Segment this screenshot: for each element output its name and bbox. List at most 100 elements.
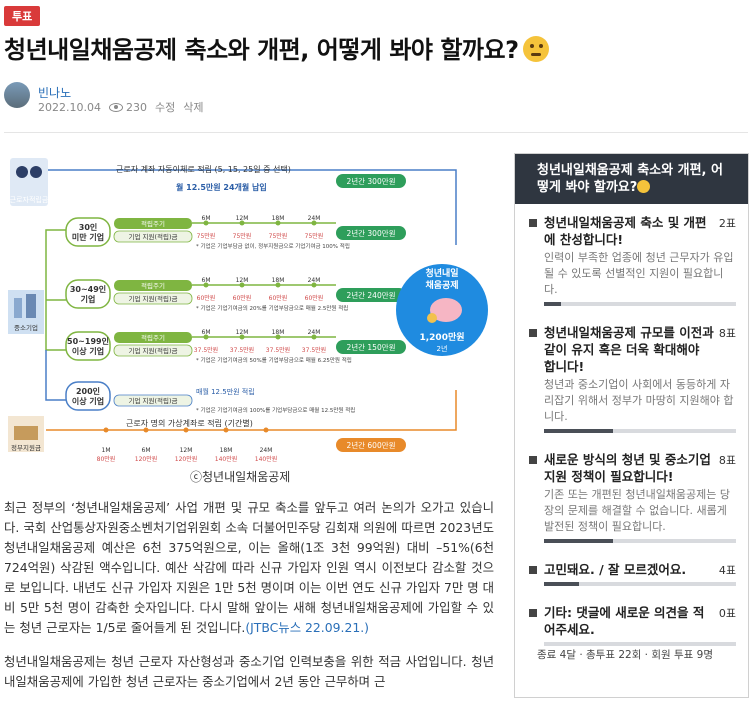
tier-month-label: 24M	[308, 215, 321, 222]
tier-row-sub-bg	[113, 394, 193, 407]
tier-result-badge	[336, 288, 406, 302]
poll-option[interactable]: 고민돼요. / 잘 모르겠어요.4표	[515, 551, 748, 594]
infographic: 근로자적립금 근로자 계좌 자동이체로 적립 (5, 15, 25일 중 선택)…	[6, 150, 488, 462]
tier-month-label: 12M	[236, 329, 249, 336]
tier-point	[239, 220, 245, 226]
gov-result: 2년간 600만원	[346, 440, 395, 450]
tier-amount-label: 37.5만원	[302, 346, 326, 354]
poll-option-title[interactable]: 청년내일채움공제 규모를 이전과 같이 유지 혹은 더욱 확대해야 합니다!	[544, 325, 714, 374]
tier-point	[203, 334, 209, 340]
poll-option-desc: 인력이 부족한 업종에 청년 근무자가 유입될 수 있도록 선별적인 지원이 필…	[544, 251, 734, 296]
post-title-text: 청년내일채움공제 축소와 개편, 어떻게 봐야 할까요?	[4, 36, 519, 64]
tier-row-sub: 기업 지원(적립)금	[129, 294, 178, 303]
piggy-title-2: 채움공제	[425, 279, 458, 291]
tier-point	[311, 334, 317, 340]
building-icon-2	[26, 294, 36, 318]
view-count-value: 230	[125, 100, 147, 114]
poll-option[interactable]: 기타: 댓글에 새로운 의견을 적어주세요. 0표	[515, 594, 748, 654]
poll-option-title[interactable]: 청년내일채움공제 축소 및 개편에 찬성합니다!	[544, 215, 707, 247]
tier-month-label: 24M	[308, 277, 321, 284]
gov-month-label: 24M	[260, 447, 273, 454]
tier-name-line-1: 200인	[76, 386, 100, 396]
poll-option[interactable]: 청년내일채움공제 규모를 이전과 같이 유지 혹은 더욱 확대해야 합니다! 8표…	[515, 314, 748, 441]
gov-month-label: 12M	[180, 447, 193, 454]
thinking-face-icon	[522, 36, 549, 62]
gov-flow-line	[46, 390, 457, 431]
poll-option-desc: 기존 또는 개편된 청년내일채움공제는 당장의 문제를 해결할 수 없습니다. …	[544, 488, 731, 533]
poll-option-bar-fill	[544, 429, 614, 433]
delete-link[interactable]: 삭제	[183, 101, 204, 114]
gov-label: 정부지원금	[11, 443, 41, 452]
thinking-face-icon	[637, 180, 651, 193]
tier-month-label: 12M	[236, 215, 249, 222]
tier-point	[311, 220, 317, 226]
tier-month-label: 6M	[202, 215, 211, 222]
tier-name-line-2: 이상 기업	[72, 396, 104, 406]
tier-month-label: 6M	[202, 277, 211, 284]
tier-row-sub: 기업 지원(적립)금	[129, 232, 178, 241]
tier-point	[275, 334, 281, 340]
tier-point	[203, 282, 209, 288]
gov-month-label: 18M	[220, 447, 233, 454]
tier-badge	[65, 381, 111, 411]
author-avatar[interactable]	[4, 82, 30, 108]
tier-name-line-2: 이상 기업	[72, 346, 104, 356]
poll-option-title[interactable]: 기타: 댓글에 새로운 의견을 적어주세요.	[544, 605, 705, 637]
top-note: 근로자 계좌 자동이체로 적립 (5, 15, 25일 중 선택)	[116, 164, 291, 174]
gov-point	[183, 427, 189, 433]
tier-monthly: 매월 12.5만원 적립	[196, 387, 255, 396]
poll-option-bar	[544, 582, 736, 586]
tier-name-line-1: 50~199인	[67, 336, 109, 346]
poll-option-row[interactable]: 청년내일채움공제 규모를 이전과 같이 유지 혹은 더욱 확대해야 합니다! 8표	[529, 324, 736, 375]
tier-point	[275, 282, 281, 288]
tier-badge	[65, 217, 111, 247]
poll-option-row[interactable]: 고민돼요. / 잘 모르겠어요.4표	[529, 561, 736, 578]
tier-row-label-bg	[114, 280, 192, 291]
gov-point	[143, 427, 149, 433]
poll-footer: 종료 4달 · 총투표 22회 · 회원 투표 9명	[537, 649, 714, 661]
poll-option-desc: 청년과 중소기업이 사회에서 동등하게 자리잡기 위해서 정부가 마땅히 지원해…	[544, 378, 734, 423]
gov-amount-label: 140만원	[255, 455, 278, 462]
post-date: 2022.10.04	[38, 100, 101, 114]
tier-row-sub-bg	[113, 230, 193, 243]
category-tag[interactable]: 투표	[4, 6, 41, 26]
tier-point	[311, 282, 317, 288]
poll-option-count: 0표	[718, 607, 736, 620]
poll-option-row[interactable]: 청년내일채움공제 축소 및 개편에 찬성합니다!2표	[529, 214, 736, 248]
tier-row-label: 적립주기	[141, 281, 165, 290]
poll-option-title[interactable]: 새로운 방식의 청년 및 중소기업 지원 정책이 필요합니다!	[544, 452, 711, 484]
poll-option-title[interactable]: 고민돼요. / 잘 모르겠어요.	[544, 562, 687, 577]
gov-amount-label: 80만원	[97, 455, 116, 462]
edit-link[interactable]: 수정	[154, 101, 176, 114]
article-paragraph-2: 청년내일채움공제는 청년 근로자 자산형성과 중소기업 인력보충을 위한 적금 …	[4, 654, 494, 689]
poll-option-bar	[544, 642, 736, 646]
tier-name-line-1: 30인	[79, 222, 98, 232]
gov-amount-label: 140만원	[215, 455, 238, 462]
poll-option-bar-fill	[544, 539, 614, 543]
gov-result-badge	[336, 438, 406, 452]
source-link[interactable]: (JTBC뉴스 22.09.21.)	[245, 620, 369, 635]
gov-amount-label: 120만원	[135, 455, 158, 462]
tier-result: 2년간 150만원	[346, 342, 395, 352]
tier-amount-label: 75만원	[305, 232, 324, 240]
bullet-square-icon	[529, 566, 537, 574]
author-name[interactable]: 빈나노	[38, 86, 72, 100]
tier-badge	[65, 279, 111, 309]
tier-month-label: 18M	[272, 329, 285, 336]
image-caption: ⓒ청년내일채움공제	[190, 470, 291, 484]
poll-option-count: 8표	[718, 327, 736, 340]
tier-row-sub-bg	[113, 292, 193, 305]
tier-note: * 기업은 기업기여금의 100%를 기업부담금으로 매월 12.5만원 적립	[196, 406, 355, 414]
gov-month-label: 6M	[142, 447, 151, 454]
bullet-square-icon	[529, 609, 537, 617]
tier-point	[275, 220, 281, 226]
poll-option-row[interactable]: 새로운 방식의 청년 및 중소기업 지원 정책이 필요합니다!8표	[529, 451, 736, 485]
article-paragraph-1-text: 최근 정부의 ‘청년내일채움공제’ 사업 개편 및 규모 축소를 앞두고 여러 …	[4, 500, 494, 635]
tier-row-sub: 기업 지원(적립)금	[129, 346, 178, 355]
poll-option-row[interactable]: 기타: 댓글에 새로운 의견을 적어주세요. 0표	[529, 604, 736, 638]
poll-option-bar	[544, 539, 736, 543]
tier-amount-label: 60만원	[305, 294, 324, 302]
poll-title: 청년내일채움공제 축소와 개편, 어떻게 봐야 할까요?	[515, 154, 748, 204]
